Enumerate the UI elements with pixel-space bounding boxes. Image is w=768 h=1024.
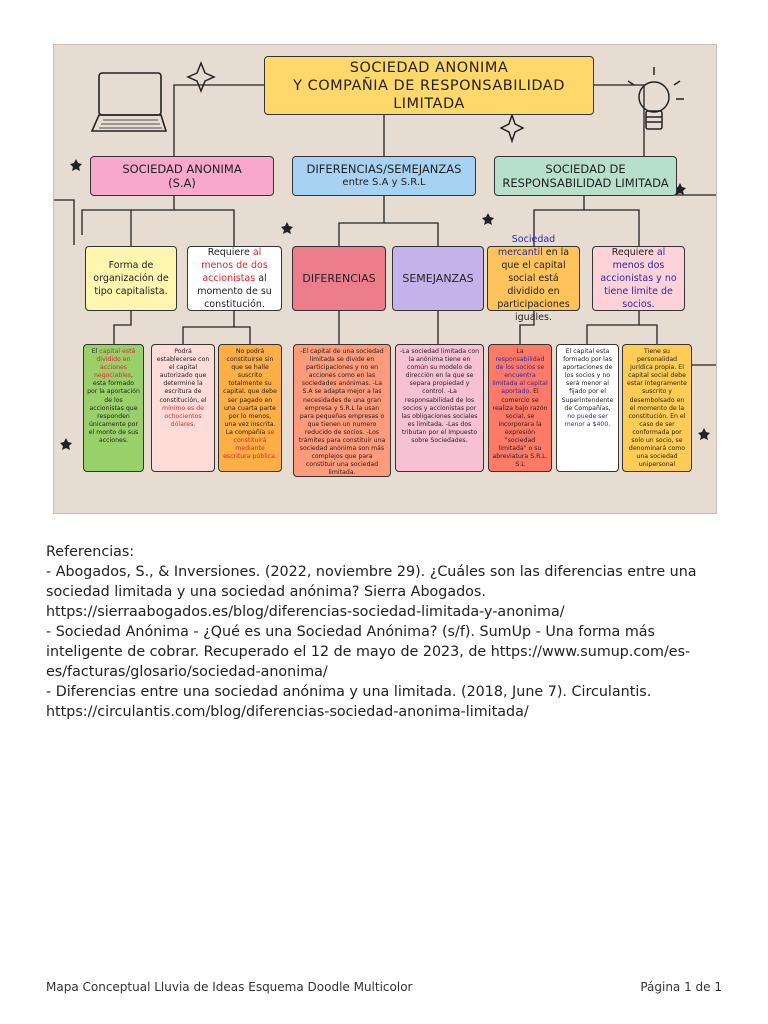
map-title: SOCIEDAD ANONIMA Y COMPAÑIA DE RESPONSAB…	[264, 56, 594, 115]
references-heading: Referencias:	[46, 544, 135, 560]
footer-document-title: Mapa Conceptual Lluvia de Ideas Esquema …	[46, 980, 413, 994]
laptop-icon	[90, 72, 168, 132]
sa-heading: SOCIEDAD ANONIMA(S.A)	[90, 156, 274, 196]
differences-heading: DIFERENCIAS/SEMEJANZAS entre S.A y S.R.L	[292, 156, 476, 196]
references-section: Referencias: - Abogados, S., & Inversion…	[46, 542, 726, 722]
concept-map: SOCIEDAD ANONIMA Y COMPAÑIA DE RESPONSAB…	[53, 44, 717, 514]
srl-requirement-box: Requiere al menos dos accionistas y no t…	[592, 246, 685, 311]
sa-requirement-box: Requiere al menos de dos accionistas al …	[187, 246, 282, 311]
differences-detail-box: -El capital de una sociedad limitada se …	[293, 344, 391, 477]
differences-box: DIFERENCIAS	[292, 246, 386, 311]
srl-concept-box: Sociedad mercantil en la que el capital …	[487, 234, 580, 323]
similarities-box: SEMEJANZAS	[392, 246, 484, 311]
srl-legal-personality-box: Tiene su personalidad jurídica propia. E…	[622, 344, 692, 472]
connector-lines	[54, 60, 716, 450]
srl-heading: SOCIEDAD DE RESPONSABILIDAD LIMITADA	[494, 156, 677, 196]
srl-capital-box: El capital esta formado por las aportaci…	[556, 344, 619, 472]
sa-capital-box: El capital está dividido en acciones neg…	[83, 344, 144, 472]
reference-item: - Sociedad Anónima - ¿Qué es una Socieda…	[46, 624, 691, 680]
reference-item: - Abogados, S., & Inversiones. (2022, no…	[46, 564, 702, 620]
star-icon	[60, 159, 710, 450]
sa-minimum-capital-box: Podrá establecerse con el capital autori…	[151, 344, 215, 472]
sa-concept-box: Forma de organización de tipo capitalist…	[85, 246, 177, 311]
lightbulb-icon	[627, 67, 684, 130]
sa-constitution-box: No podrá constituirse sin que se halle s…	[218, 344, 282, 472]
similarities-detail-box: -La sociedad limitada con la anónima tie…	[395, 344, 484, 472]
reference-item: - Diferencias entre una sociedad anónima…	[46, 684, 656, 720]
footer-page-number: Página 1 de 1	[640, 980, 722, 994]
sparkle-icon	[186, 60, 525, 144]
srl-liability-box: La responsabilidad de los socios se encu…	[488, 344, 552, 472]
